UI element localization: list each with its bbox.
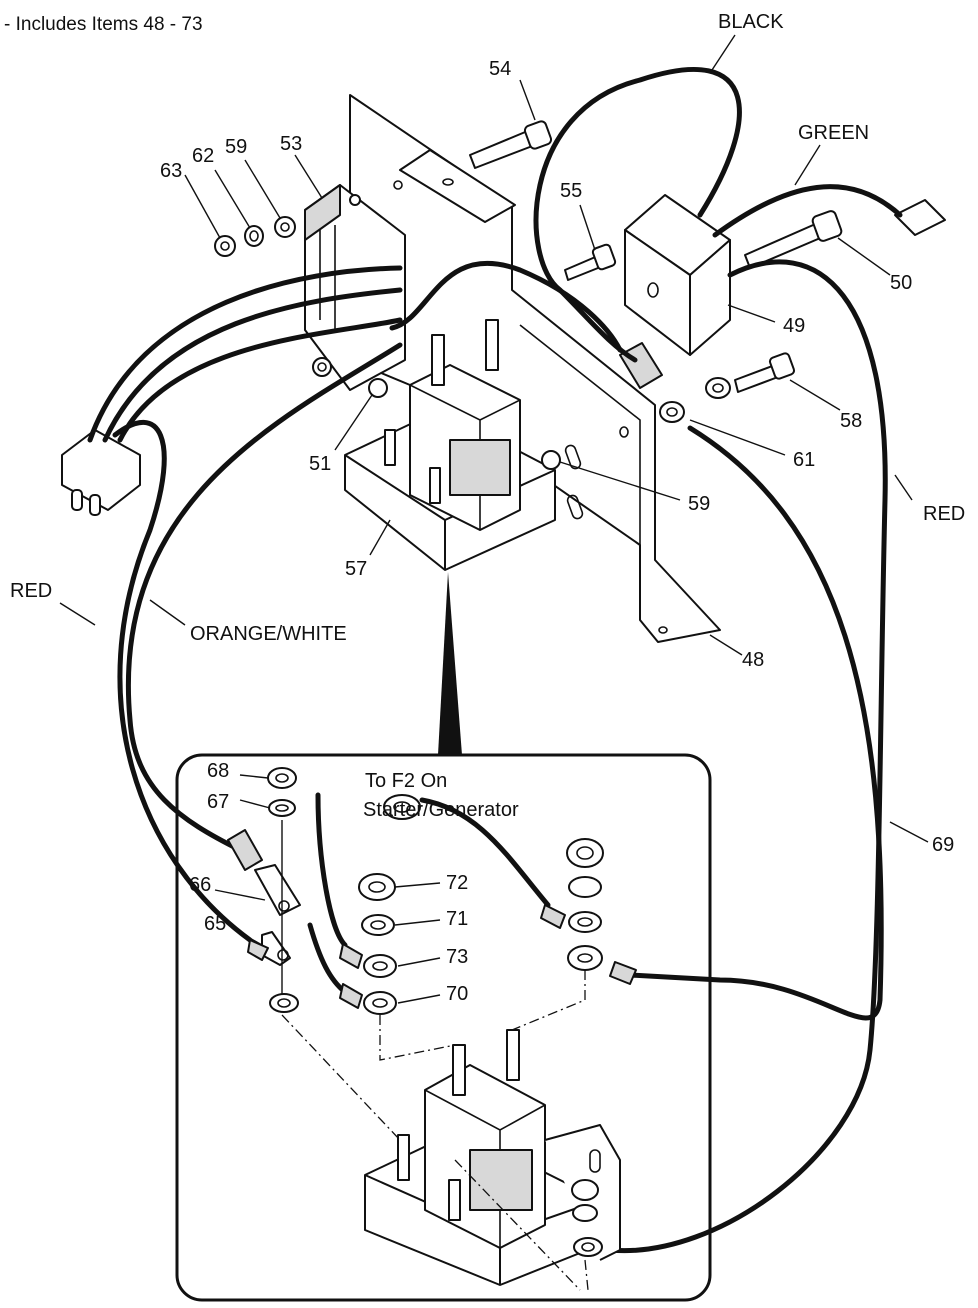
left-hardware-stack — [227, 767, 301, 1010]
part-51: 51 — [309, 453, 331, 475]
screw-55 — [564, 243, 617, 281]
part-53: 53 — [280, 133, 302, 155]
part-54: 54 — [489, 58, 511, 80]
part-58: 58 — [840, 410, 862, 432]
part-65: 65 — [204, 913, 226, 935]
green-wire-connector — [894, 199, 946, 236]
includes-caption: - Includes Items 48 - 73 — [4, 14, 203, 35]
assembly-lines — [281, 970, 589, 1291]
callout-wedge — [438, 572, 462, 755]
label-red-right: RED — [923, 503, 965, 525]
voltage-regulator — [304, 184, 406, 391]
part-55: 55 — [560, 180, 582, 202]
wires — [87, 67, 903, 1254]
left-ring-terminal — [247, 939, 299, 1013]
inset-note-line1: To F2 On — [365, 770, 447, 792]
inset-note-line2: Starter/Generator — [363, 799, 519, 821]
right-hardware-stack — [383, 794, 637, 985]
part-69: 69 — [932, 834, 954, 856]
part-73: 73 — [446, 946, 468, 968]
label-orange-white: ORANGE/WHITE — [190, 623, 347, 645]
screw-54 — [469, 120, 553, 169]
inset-solenoid — [364, 1029, 621, 1286]
part-49: 49 — [783, 315, 805, 337]
part-67: 67 — [207, 791, 229, 813]
noise-filter — [624, 194, 731, 356]
leader-lines-inset — [214, 774, 441, 1004]
leader-lines-top — [59, 34, 929, 843]
label-red-left: RED — [10, 580, 52, 602]
part-72: 72 — [446, 872, 468, 894]
part-59-right: 59 — [688, 493, 710, 515]
part-68: 68 — [207, 760, 229, 782]
washers-61 — [659, 377, 731, 423]
solenoid — [344, 319, 561, 571]
mounting-bracket — [349, 94, 721, 643]
part-61: 61 — [793, 449, 815, 471]
part-70: 70 — [446, 983, 468, 1005]
wire-labels: BLACK GREEN RED RED ORANGE/WHITE To F2 O… — [10, 11, 965, 821]
label-green: GREEN — [798, 122, 869, 144]
center-hardware-stack — [339, 873, 397, 1015]
part-66: 66 — [189, 874, 211, 896]
label-black: BLACK — [718, 11, 784, 33]
part-63: 63 — [160, 160, 182, 182]
part-number-labels: 54 53 59 62 63 55 50 49 58 61 51 59 57 4… — [160, 58, 954, 1005]
part-57: 57 — [345, 558, 367, 580]
inset-detail — [175, 753, 712, 1302]
screw-50 — [744, 210, 843, 269]
part-48: 48 — [742, 649, 764, 671]
regulator-plug — [61, 429, 141, 516]
regulator-hardware — [214, 216, 296, 257]
screw-58 — [734, 352, 796, 393]
part-50: 50 — [890, 272, 912, 294]
part-71: 71 — [446, 908, 468, 930]
part-59-top: 59 — [225, 136, 247, 158]
part-62: 62 — [192, 145, 214, 167]
